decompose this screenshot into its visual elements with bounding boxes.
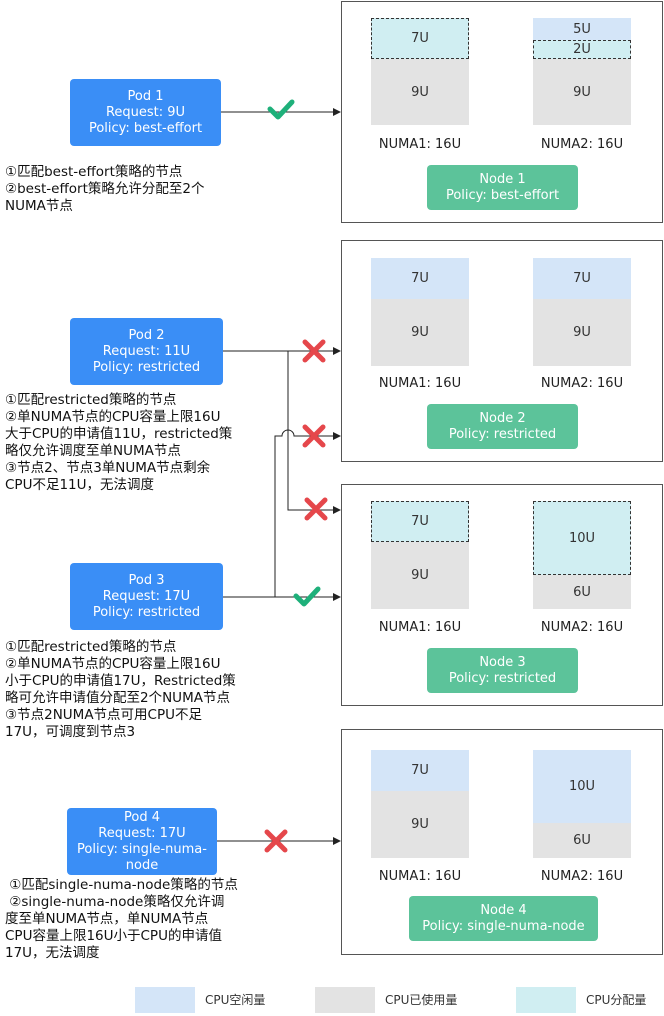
numa1-used: 9U	[371, 791, 469, 858]
numa1-used: 9U	[371, 59, 469, 125]
pod-2: Pod 2 Request: 11U Policy: restricted	[70, 318, 223, 385]
numa2-used: 6U	[533, 575, 631, 609]
numa2-used: 9U	[533, 59, 631, 125]
cross-icon	[304, 497, 328, 521]
pod-request: Request: 17U	[98, 825, 186, 841]
numa2-free: 10U	[533, 750, 631, 823]
pod-policy: Policy: best-effort	[88, 120, 203, 136]
numa2-alloc: 2U	[533, 40, 631, 59]
numa2-free: 7U	[533, 258, 631, 299]
legend-swatch-alloc	[516, 987, 576, 1013]
legend-label-alloc: CPU分配量	[586, 993, 647, 1007]
numa1-used: 9U	[371, 299, 469, 366]
numa2-label: NUMA2: 16U	[540, 620, 624, 635]
node-4-policy: Node 4 Policy: single-numa-node	[409, 896, 598, 941]
pod4-note: ①匹配single-numa-node策略的节点 ②single-numa-no…	[5, 877, 238, 961]
cross-icon	[264, 829, 288, 853]
pod1-note: ①匹配best-effort策略的节点 ②best-effort策略允许分配至2…	[5, 164, 205, 214]
numa2-label: NUMA2: 16U	[540, 376, 624, 391]
numa2-used: 6U	[533, 823, 631, 858]
pod-4: Pod 4 Request: 17U Policy: single-numa- …	[67, 808, 217, 875]
numa1-label: NUMA1: 16U	[378, 869, 462, 884]
pod2-branch-line	[287, 351, 341, 514]
legend-label-used: CPU已使用量	[385, 993, 458, 1007]
pod-policy: Policy: restricted	[92, 359, 201, 375]
node-policy: Policy: restricted	[448, 670, 557, 686]
numa1-alloc: 7U	[371, 18, 469, 59]
node-name: Node 2	[479, 410, 526, 426]
node-3-policy: Node 3 Policy: restricted	[427, 648, 578, 693]
numa2-alloc: 10U	[533, 501, 631, 575]
pod-request: Request: 11U	[102, 343, 191, 359]
pod-request: Request: 17U	[102, 588, 191, 604]
numa2-label: NUMA2: 16U	[540, 137, 624, 152]
pod-policy: Policy: restricted	[92, 604, 201, 620]
numa2-used: 9U	[533, 299, 631, 366]
node-name: Node 4	[480, 902, 527, 918]
node-policy: Policy: best-effort	[445, 187, 560, 203]
numa2-label: NUMA2: 16U	[540, 869, 624, 884]
node-3: 7U 9U 10U 6U NUMA1: 16U NUMA2: 16U Node …	[341, 484, 663, 706]
node-1-policy: Node 1 Policy: best-effort	[427, 165, 578, 210]
pod-policy: Policy: single-numa- node	[77, 841, 207, 873]
node-1: 7U 9U 5U 2U 9U NUMA1: 16U NUMA2: 16U Nod…	[341, 1, 663, 223]
node-2: 7U 9U 7U 9U NUMA1: 16U NUMA2: 16U Node 2…	[341, 240, 663, 462]
pod-name: Pod 1	[127, 88, 164, 104]
node-2-policy: Node 2 Policy: restricted	[427, 404, 578, 449]
pod-1: Pod 1 Request: 9U Policy: best-effort	[70, 79, 221, 146]
pod-name: Pod 4	[124, 809, 160, 825]
legend-swatch-used	[315, 987, 375, 1013]
check-icon	[267, 99, 295, 120]
pod2-note: ①匹配restricted策略的节点 ②单NUMA节点的CPU容量上限16U 大…	[5, 392, 233, 493]
legend-swatch-free	[135, 987, 195, 1013]
pod3-note: ①匹配restricted策略的节点 ②单NUMA节点的CPU容量上限16U 小…	[5, 639, 236, 740]
pod-name: Pod 2	[128, 327, 165, 343]
node-policy: Policy: restricted	[448, 426, 557, 442]
node-name: Node 1	[479, 171, 526, 187]
legend-label-free: CPU空闲量	[205, 993, 266, 1007]
node-name: Node 3	[479, 654, 526, 670]
pod3-branch-line	[274, 429, 341, 597]
cross-icon	[302, 339, 326, 363]
numa2-free: 5U	[533, 18, 631, 40]
numa1-free: 7U	[371, 750, 469, 791]
numa1-free: 7U	[371, 258, 469, 299]
pod-3: Pod 3 Request: 17U Policy: restricted	[70, 563, 223, 630]
cross-icon	[302, 424, 326, 448]
numa1-alloc: 7U	[371, 501, 469, 542]
check-icon	[293, 586, 321, 607]
numa1-label: NUMA1: 16U	[378, 620, 462, 635]
node-policy: Policy: single-numa-node	[422, 918, 585, 934]
pod-name: Pod 3	[128, 572, 165, 588]
node-4: 7U 9U 10U 6U NUMA1: 16U NUMA2: 16U Node …	[341, 729, 663, 955]
numa1-label: NUMA1: 16U	[378, 137, 462, 152]
numa1-label: NUMA1: 16U	[378, 376, 462, 391]
pod-request: Request: 9U	[105, 104, 186, 120]
numa1-used: 9U	[371, 542, 469, 609]
